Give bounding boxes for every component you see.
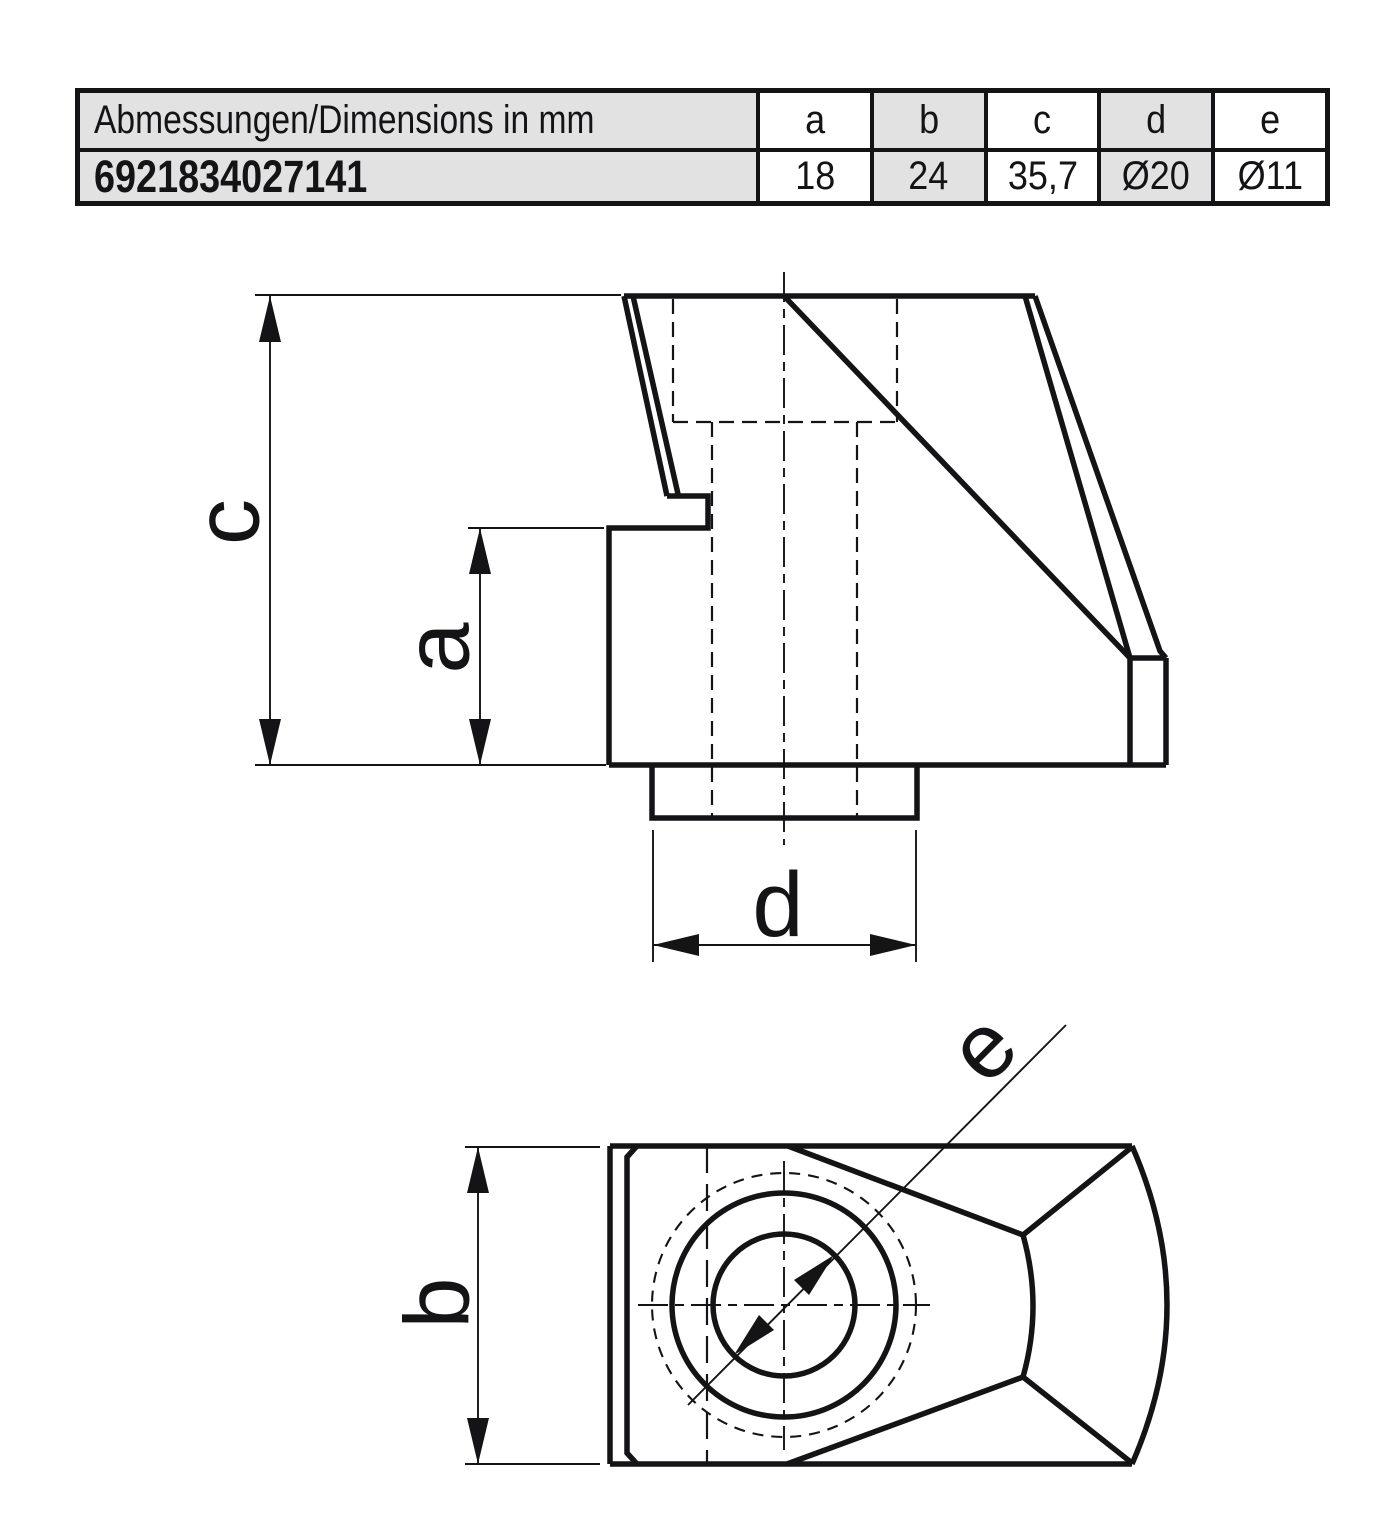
counterbore-circle bbox=[669, 1190, 899, 1420]
arrowhead-e-upper bbox=[794, 1255, 834, 1295]
col-label-a: a bbox=[804, 98, 825, 142]
table-row-id-cell: 6921834027141 bbox=[80, 148, 756, 201]
arrowhead-d-left bbox=[653, 934, 699, 956]
table-header-col-a: a bbox=[756, 93, 870, 148]
table-header-col-c: c bbox=[983, 93, 1098, 148]
table-header-title: Abmessungen/Dimensions in mm bbox=[94, 98, 595, 142]
col-label-e: e bbox=[1260, 98, 1281, 142]
dim-label-c: c bbox=[176, 499, 278, 545]
table-value-e: Ø11 bbox=[1211, 148, 1325, 201]
value-d: Ø20 bbox=[1122, 154, 1191, 198]
dimensions-table: Abmessungen/Dimensions in mm a b c d e 6… bbox=[75, 88, 1330, 206]
dimension-c: c bbox=[176, 294, 621, 766]
col-label-b: b bbox=[918, 98, 939, 142]
dimension-d: d bbox=[652, 830, 917, 962]
table-header-col-b: b bbox=[869, 93, 984, 148]
table-header-col-e: e bbox=[1211, 93, 1325, 148]
dim-label-e: e bbox=[928, 993, 1036, 1101]
arrowhead-a-top bbox=[469, 528, 491, 574]
arrowhead-c-bottom bbox=[259, 719, 281, 765]
table-value-d: Ø20 bbox=[1097, 148, 1212, 201]
col-label-c: c bbox=[1033, 98, 1052, 142]
arrowhead-b-top bbox=[467, 1147, 489, 1193]
wedge-diagonal-edge bbox=[782, 294, 1132, 660]
dim-label-b: b bbox=[386, 1277, 488, 1328]
dimension-b: b bbox=[386, 1146, 600, 1465]
dim-label-d: d bbox=[752, 854, 803, 956]
hidden-counterbore-lines bbox=[671, 299, 899, 424]
table-header-title-cell: Abmessungen/Dimensions in mm bbox=[80, 93, 756, 148]
jaw-middle-arc bbox=[1020, 1234, 1036, 1378]
table-value-a: 18 bbox=[756, 148, 870, 201]
jaw-upper-edges bbox=[787, 1143, 1134, 1239]
dim-label-a: a bbox=[386, 622, 488, 674]
side-view-outline bbox=[606, 293, 1169, 821]
arrowhead-b-bottom bbox=[467, 1418, 489, 1464]
article-number: 6921834027141 bbox=[94, 150, 368, 201]
col-label-d: d bbox=[1146, 98, 1167, 142]
hidden-boss-circle bbox=[650, 1171, 918, 1439]
arrowhead-e-lower bbox=[734, 1315, 774, 1355]
value-e: Ø11 bbox=[1237, 154, 1303, 198]
through-hole-circle bbox=[710, 1231, 858, 1379]
table-value-c: 35,7 bbox=[983, 148, 1098, 201]
arrowhead-d-right bbox=[870, 934, 916, 956]
top-view-outline bbox=[607, 1143, 1170, 1467]
top-view: b e bbox=[386, 993, 1170, 1467]
value-c: 35,7 bbox=[1007, 154, 1078, 198]
value-a: 18 bbox=[794, 154, 835, 198]
value-b: 24 bbox=[908, 154, 949, 198]
right-arc-edge bbox=[1129, 1144, 1170, 1466]
side-view: c a d bbox=[176, 272, 1169, 962]
arrowhead-a-bottom bbox=[469, 719, 491, 765]
table-header-col-d: d bbox=[1097, 93, 1212, 148]
hidden-hole-lines bbox=[710, 422, 859, 816]
chamfer-edge bbox=[624, 1144, 640, 1466]
table-value-b: 24 bbox=[869, 148, 984, 201]
jaw-lower-edges bbox=[786, 1373, 1134, 1467]
arrowhead-c-top bbox=[259, 296, 281, 342]
dimension-a: a bbox=[386, 527, 604, 765]
